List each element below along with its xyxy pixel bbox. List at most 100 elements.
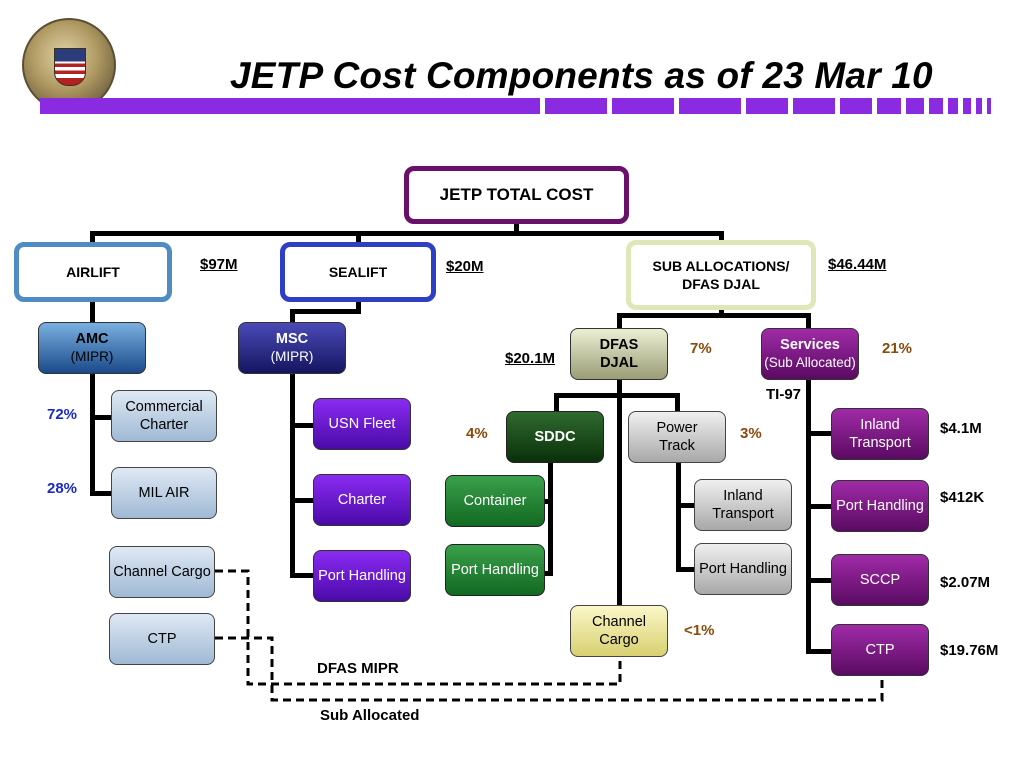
- connector-line: [719, 231, 724, 243]
- title-bar-block: [877, 98, 901, 114]
- sccp-box: SCCP: [831, 554, 929, 606]
- title-bar-block: [906, 98, 924, 114]
- channel-cargo-air-label: Channel Cargo: [113, 564, 211, 580]
- connector-line: [676, 567, 696, 572]
- msc-box: MSC (MIPR): [238, 322, 346, 374]
- amc-sublabel: (MIPR): [70, 349, 114, 364]
- sccp-label: SCCP: [859, 572, 901, 588]
- port-handling-sddc-box: Port Handling: [445, 544, 545, 596]
- svc-inland-cost: $4.1M: [940, 420, 982, 437]
- power-track-box: Power Track: [628, 411, 726, 463]
- port-handling-pt-box: Port Handling: [694, 543, 792, 595]
- charter-box: Charter: [313, 474, 411, 526]
- services-label: Services: [780, 337, 840, 353]
- port-handling-svc-label: Port Handling: [836, 498, 924, 514]
- charter-label: Charter: [337, 492, 387, 508]
- inland-transport-svc-box: Inland Transport: [831, 408, 929, 460]
- connector-line: [806, 649, 832, 654]
- connector-line: [676, 462, 681, 572]
- channel-cargo-dfas-label: Channel: [591, 614, 646, 630]
- commercial-charter-label-2: Charter: [139, 417, 189, 433]
- msc-sublabel: (MIPR): [270, 349, 314, 364]
- title-bar-block: [679, 98, 741, 114]
- connector-line: [356, 300, 361, 312]
- jetp-total-cost-box: JETP TOTAL COST: [404, 166, 629, 224]
- port-handling-sea-label: Port Handling: [318, 568, 406, 584]
- ctp-air-label: CTP: [147, 631, 177, 647]
- svc-port-cost: $412K: [940, 489, 985, 506]
- sub-allocations-box: SUB ALLOCATIONS/ DFAS DJAL: [626, 240, 816, 310]
- svc-sccp-cost: $2.07M: [940, 574, 991, 591]
- pct-sddc: 4%: [466, 425, 488, 442]
- container-box: Container: [445, 475, 545, 527]
- sub-allocations-label-2: DFAS DJAL: [682, 276, 760, 292]
- connector-line: [617, 313, 622, 329]
- connector-line: [90, 372, 95, 496]
- pct-services: 21%: [882, 340, 913, 357]
- sub-allocated-label: Sub Allocated: [320, 707, 420, 724]
- connector-line: [543, 571, 553, 576]
- amc-box: AMC (MIPR): [38, 322, 146, 374]
- connector-line: [90, 491, 112, 496]
- services-sublabel: (Sub Allocated): [764, 355, 856, 370]
- usn-fleet-label: USN Fleet: [328, 416, 396, 432]
- ctp-svc-box: CTP: [831, 624, 929, 676]
- connector-line: [554, 393, 559, 413]
- title-bar-block: [746, 98, 788, 114]
- connector-line: [290, 309, 295, 325]
- pct-mil-air: 28%: [47, 480, 78, 497]
- usn-fleet-box: USN Fleet: [313, 398, 411, 450]
- title-bar-block: [929, 98, 943, 114]
- page-title: JETP Cost Components as of 23 Mar 10: [230, 55, 933, 96]
- inland-transport-pt-box: Inland Transport: [694, 479, 792, 531]
- dfas-djal-box: DFAS DJAL: [570, 328, 668, 380]
- dfas-djal-label-2: DJAL: [600, 355, 638, 371]
- sddc-box: SDDC: [506, 411, 604, 463]
- connector-line: [675, 393, 680, 413]
- title-bar-block: [948, 98, 958, 114]
- port-handling-pt-label: Port Handling: [699, 561, 787, 577]
- connector-line: [554, 393, 680, 398]
- sealift-box: SEALIFT: [280, 242, 436, 302]
- connector-line: [514, 222, 519, 234]
- connector-line: [806, 504, 832, 509]
- connector-line: [290, 498, 315, 503]
- services-box: Services (Sub Allocated): [761, 328, 859, 380]
- port-handling-sddc-label: Port Handling: [451, 562, 539, 578]
- seal-shield-icon: [54, 48, 86, 86]
- connector-line: [290, 309, 361, 314]
- connector-line: [806, 313, 811, 329]
- commercial-charter-box: Commercial Charter: [111, 390, 217, 442]
- connector-line: [543, 499, 553, 504]
- connector-line: [290, 423, 315, 428]
- channel-cargo-dfas-box: Channel Cargo: [570, 605, 668, 657]
- channel-cargo-air-box: Channel Cargo: [109, 546, 215, 598]
- connector-line: [90, 300, 95, 324]
- power-track-label: Power: [656, 420, 698, 436]
- commercial-charter-label: Commercial: [125, 399, 203, 415]
- ctp-air-box: CTP: [109, 613, 215, 665]
- inland-transport-svc-label: Inland: [860, 417, 900, 433]
- connector-line: [92, 231, 724, 236]
- connector-line: [290, 372, 295, 578]
- power-track-label-2: Track: [659, 438, 695, 454]
- connector-line: [90, 231, 95, 243]
- mil-air-box: MIL AIR: [111, 467, 217, 519]
- dfas-cost: $20.1M: [505, 350, 556, 367]
- dfas-djal-label: DFAS: [599, 337, 639, 353]
- title-bar-block: [976, 98, 982, 114]
- connector-line: [719, 308, 724, 316]
- title-bar-block: [793, 98, 835, 114]
- msc-label: MSC: [275, 331, 309, 347]
- ctp-svc-label: CTP: [865, 642, 895, 658]
- inland-transport-pt-label-2: Transport: [712, 506, 774, 522]
- port-handling-sea-box: Port Handling: [313, 550, 411, 602]
- connector-line: [356, 231, 361, 243]
- pct-dfas: 7%: [690, 340, 712, 357]
- inland-transport-svc-label-2: Transport: [849, 435, 911, 451]
- title-bar-block: [963, 98, 971, 114]
- channel-cargo-dfas-label-2: Cargo: [599, 632, 639, 648]
- connector-line: [806, 378, 811, 654]
- connector-line: [806, 578, 832, 583]
